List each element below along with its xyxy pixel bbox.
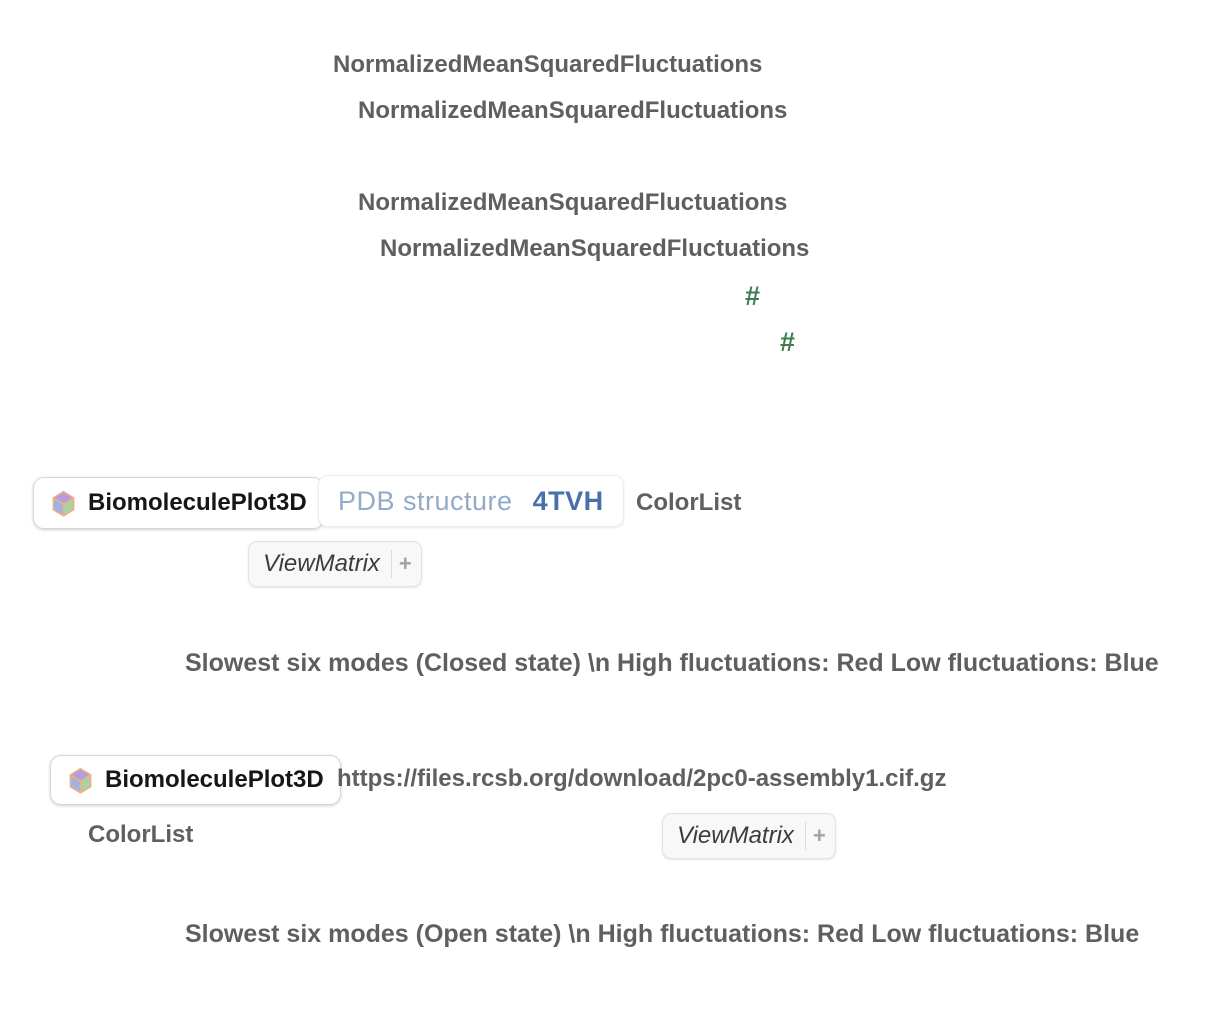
- string-colorlist-1: ColorList: [636, 489, 742, 516]
- expand-plus-icon[interactable]: +: [812, 823, 826, 848]
- string-normalized-mean-squared-fluctuations-2: NormalizedMeanSquaredFluctuations: [358, 97, 788, 124]
- biomolecule-plot3d-chip-2[interactable]: BiomoleculePlot3D: [50, 755, 341, 805]
- plot-label-closed-state: Slowest six modes (Closed state) \n High…: [185, 649, 1159, 677]
- string-normalized-mean-squared-fluctuations-4: NormalizedMeanSquaredFluctuations: [380, 235, 810, 262]
- biomolecule-plot3d-chip-1[interactable]: BiomoleculePlot3D: [33, 477, 324, 529]
- divider: [804, 822, 806, 850]
- cube-icon: [67, 767, 94, 794]
- slot-hash-2: #: [780, 327, 796, 357]
- pdb-entity-type-label: PDB structure: [338, 485, 513, 516]
- view-matrix-iconized-2[interactable]: ViewMatrix +: [662, 813, 836, 859]
- expand-plus-icon[interactable]: +: [398, 551, 412, 576]
- biomolecule-plot3d-label: BiomoleculePlot3D: [105, 766, 324, 793]
- view-matrix-label: ViewMatrix: [677, 822, 794, 849]
- plot-label-open-state: Slowest six modes (Open state) \n High f…: [185, 920, 1140, 948]
- string-cif-download-url: https://files.rcsb.org/download/2pc0-ass…: [337, 765, 947, 792]
- divider: [390, 550, 392, 578]
- view-matrix-label: ViewMatrix: [263, 550, 380, 577]
- string-normalized-mean-squared-fluctuations-1: NormalizedMeanSquaredFluctuations: [333, 51, 763, 78]
- string-normalized-mean-squared-fluctuations-3: NormalizedMeanSquaredFluctuations: [358, 189, 788, 216]
- pdb-entity-chip[interactable]: PDB structure 4TVH: [318, 475, 624, 527]
- slot-hash-1: #: [745, 281, 761, 311]
- pdb-entity-id: 4TVH: [532, 485, 604, 516]
- biomolecule-plot3d-label: BiomoleculePlot3D: [88, 489, 307, 516]
- string-colorlist-2: ColorList: [88, 821, 194, 848]
- cube-icon: [50, 490, 77, 517]
- view-matrix-iconized-1[interactable]: ViewMatrix +: [248, 541, 422, 587]
